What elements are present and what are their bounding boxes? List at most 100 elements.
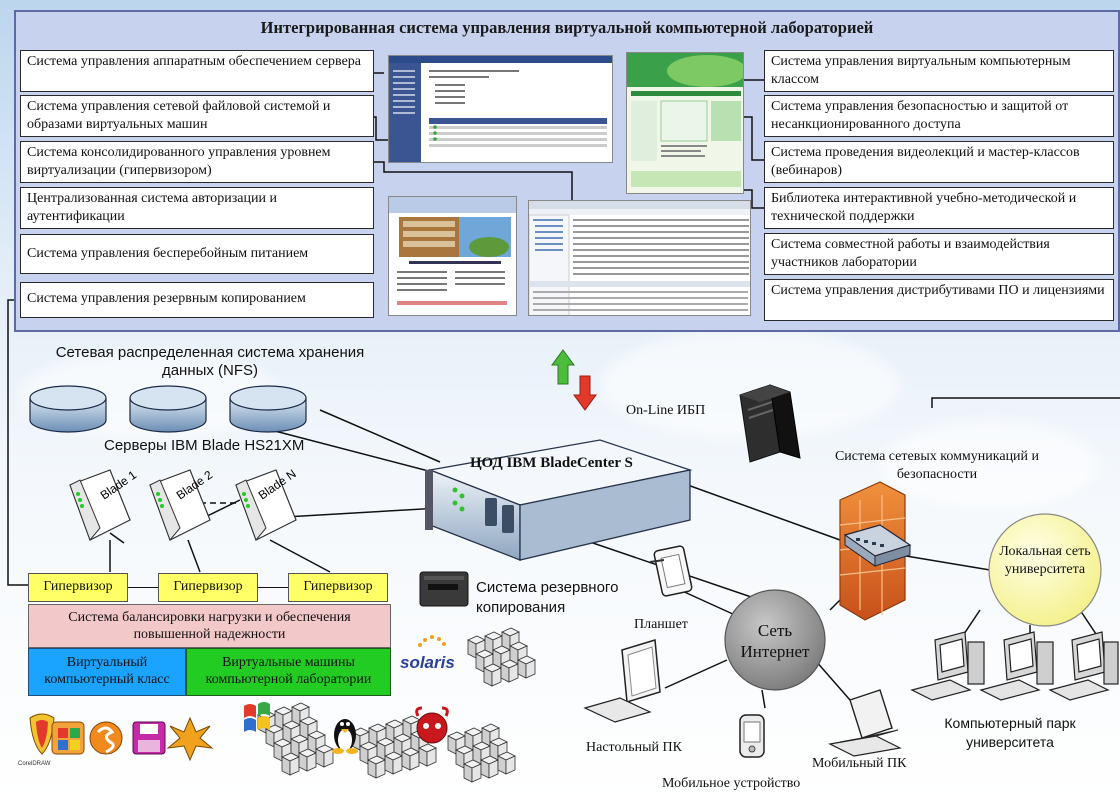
left-system-item: Система управления аппаратным обеспечени… [20,50,374,92]
right-system-item: Система управления дистрибутивами ПО и л… [764,279,1114,321]
mini-server-icon [480,755,499,779]
right-system-item: Система совместной работы и взаимодейств… [764,233,1114,275]
connector-line [899,554,991,571]
bladecenter-chassis [425,439,693,561]
mini-server-icon [367,755,386,779]
freebsd-logo-icon [415,706,449,744]
nfs-disk-2 [129,385,207,433]
mini-server-icon [315,744,334,768]
right-system-item: Система управления безопасностью и защит… [764,95,1114,137]
media-app-icon [89,721,123,755]
nfs-label: Сетевая распределенная система хранения … [55,344,365,379]
mini-server-icon [418,743,437,767]
mini-server-icon [274,706,293,730]
laptop-label: Мобильный ПК [812,756,907,771]
virtual-machines-box: Виртуальные машины компьютерной лаборато… [186,648,391,696]
server-management-screenshot [388,55,613,163]
connector-line [267,507,441,519]
left-system-item: Система консолидированного управления ур… [20,141,374,183]
desktop-pc-label: Настольный ПК [586,740,682,755]
solaris-logo-icon: solaris [400,635,455,672]
tablet-label: Планшет [634,617,688,632]
down-arrow-icon [573,375,597,411]
blade-2-server [149,469,211,541]
tablet-device [649,545,693,597]
mini-server-icon [497,751,516,775]
connector-line [744,116,764,161]
computer-park [910,631,1119,701]
coreldraw-icon [29,713,55,755]
desktop-pc [583,639,661,723]
hypervisor-box: Гипервизор [28,573,128,602]
connector-line [374,116,388,141]
connector-line [258,587,288,588]
left-system-item: Система управления резервным копирование… [20,282,374,318]
connector-line [269,539,331,573]
mini-server-icon [401,747,420,771]
connector-line [664,659,728,689]
windows-logo-icon [244,702,270,732]
hypervisor-console-screenshot [528,200,751,316]
ups-tower [739,384,801,463]
mobile-device [739,714,765,758]
ups-label: On-Line ИБП [626,403,706,418]
mini-server-icon [500,659,519,683]
virtual-class-box: Виртуальный компьютерный класс [28,648,186,696]
connector-line [187,539,201,573]
coreldraw-caption: CorelDRAW [18,761,51,767]
connector-line [319,409,441,463]
left-system-item: Система управления сетевой файловой сист… [20,95,374,137]
office-icon [51,721,85,755]
cloud-decoration [880,420,1100,510]
ups-management-screenshot [388,196,517,316]
maple-app-icon [166,716,214,762]
network-switch [843,524,912,567]
connector-line [109,532,125,544]
mini-server-icon [384,751,403,775]
connector-line [814,659,851,701]
lan-label: Локальная сеть университета [999,544,1091,577]
connector-line [374,161,573,200]
hypervisor-box: Гипервизор [288,573,388,602]
servers-label: Серверы IBM Blade HS21XM [104,437,305,454]
virtual-class-screenshot [626,52,744,194]
network-security-label: Система сетевых коммуникаций и безопасно… [834,449,1040,482]
solaris-text: solaris [400,653,455,672]
right-system-item: Система управления виртуальным компьютер… [764,50,1114,92]
backup-system-label: Система резервного копирования [476,579,619,616]
computer-park-label: Компьютерный парк университета [944,715,1076,750]
laptop-device [828,689,902,757]
blade-1-server [69,469,131,541]
mini-server-icon [281,752,300,776]
internet-node [724,589,826,691]
left-system-item: Система управления бесперебойным питание… [20,234,374,274]
mobile-device-label: Мобильное устройство [662,776,801,791]
mini-server-icon [483,663,502,687]
mini-server-icon [298,748,317,772]
internet-label: Сеть Интернет [740,621,810,661]
connector-line [931,397,1120,408]
left-system-item: Централизованная система авторизации и а… [20,187,374,229]
panel-title: Интегрированная система управления вирту… [260,18,874,37]
connector-line [744,189,764,209]
connector-line [7,299,28,586]
mini-server-icon [517,655,536,679]
load-balancing-box: Система балансировки нагрузки и обеспече… [28,604,391,648]
backup-tape-device [419,571,469,607]
connector-line [679,589,736,616]
up-arrow-icon [551,349,575,385]
right-system-item: Система проведения видеолекций и мастер-… [764,141,1114,183]
mini-server-icon [463,759,482,783]
nfs-disk-3 [229,385,307,433]
linux-tux-icon [332,719,358,754]
lan-node [988,513,1102,627]
hypervisor-box: Гипервизор [158,573,258,602]
nfs-disk-1 [29,385,107,433]
bladecenter-label: ЦОД IBM BladeCenter S [470,455,633,471]
connector-line [761,689,766,709]
connector-line [247,423,441,475]
connector-line [128,587,158,588]
virtual-server-clusters [257,627,536,783]
